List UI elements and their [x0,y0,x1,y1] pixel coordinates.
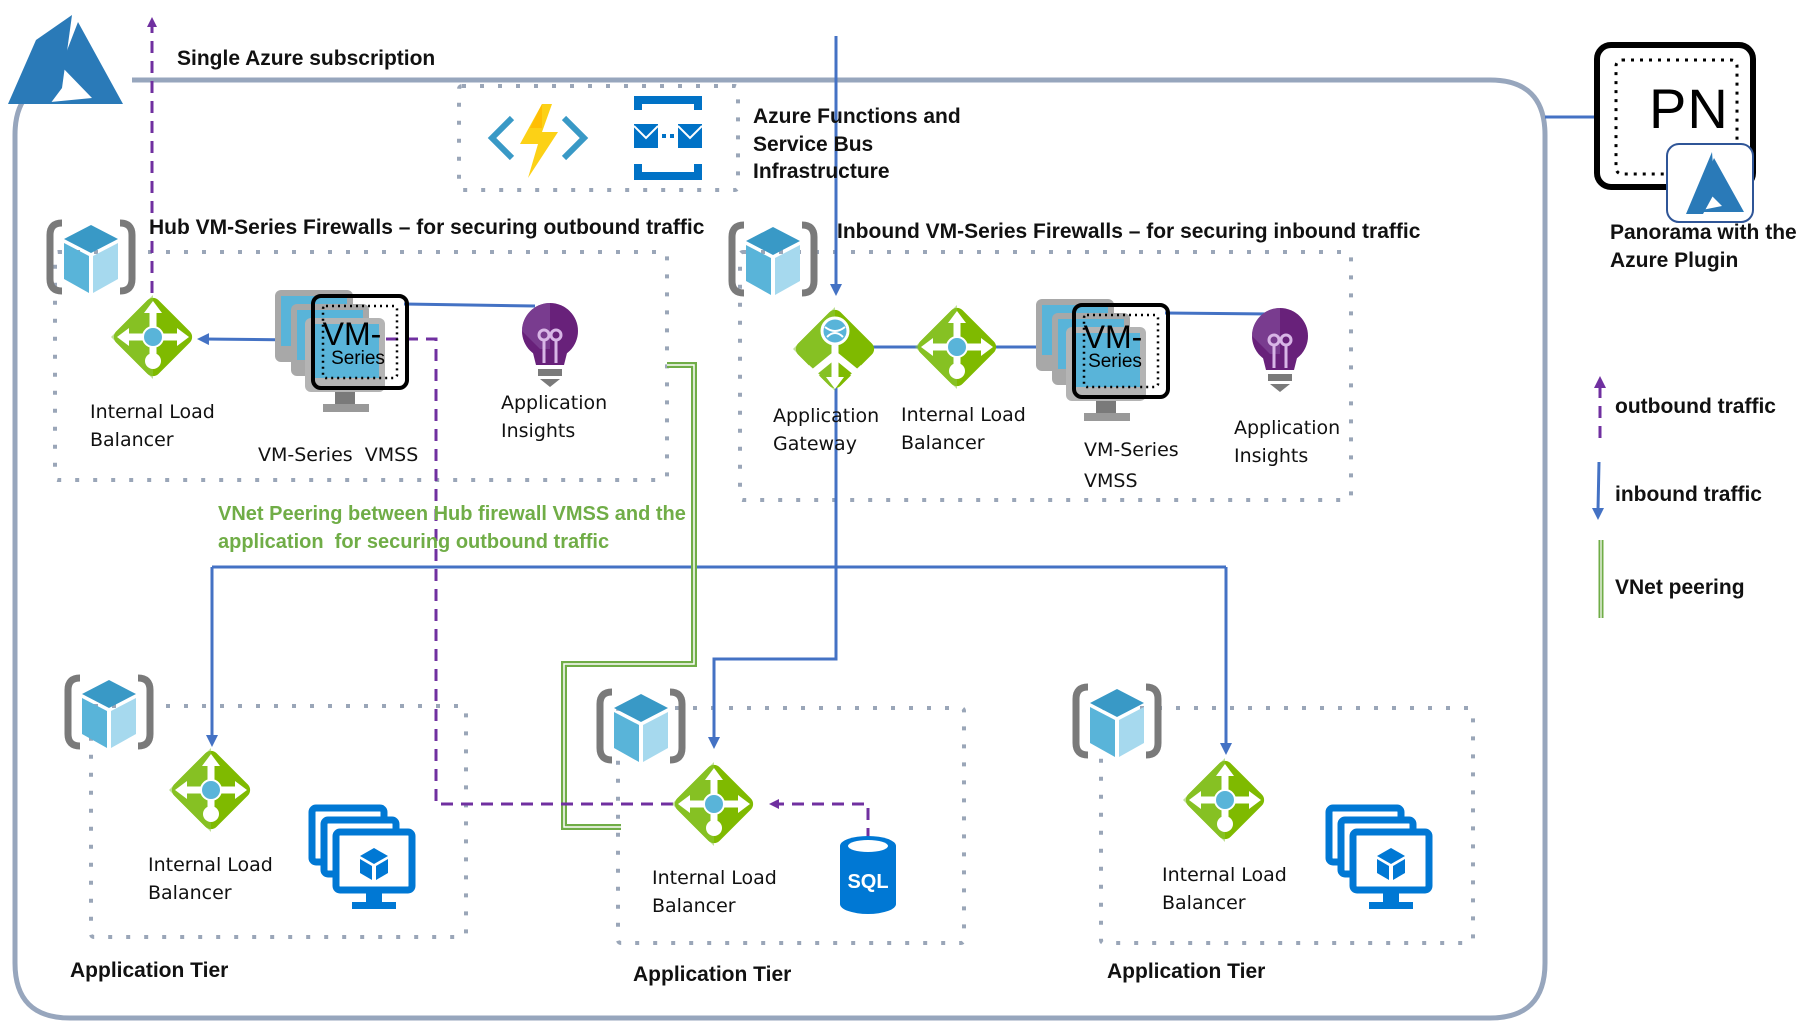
panorama-badge-text: PN [1649,77,1729,140]
app-tier-3-boundary [1099,706,1475,945]
gateway-label-line2: Gateway [773,433,857,455]
panorama-icon[interactable] [1594,42,1756,223]
app-tier-2-lb-line2: Balancer [652,895,736,917]
hub-resource-group-icon [50,223,132,293]
gateway-label-line1: Application [773,405,880,427]
panorama-label-line2: Azure Plugin [1610,249,1739,272]
legend-outbound-label: outbound traffic [1615,395,1776,418]
app-tier-2-lb-line1: Internal Load [652,867,777,889]
hub-insights-label-line1: Application [501,392,608,414]
vnet-peering-path [561,362,697,830]
app-tier-2-load-balancer-icon[interactable] [672,762,757,847]
functions-group-boundary [457,84,740,192]
hub-vmss-to-insights-link [403,302,536,308]
app-tier-3-lb-line2: Balancer [1162,892,1246,914]
vm-scale-set-icon[interactable] [1329,808,1429,909]
app-tier-1-load-balancer-icon[interactable] [169,748,254,833]
subscription-title: Single Azure subscription [177,47,436,70]
app-tier-3-lb-line1: Internal Load [1162,864,1287,886]
sql-database-icon[interactable]: SQL [840,836,896,914]
app-tier-2-resource-group-icon [600,692,682,762]
legend-outbound-glyph [1594,376,1606,438]
hub-vm-series-badge-line1: VM- [323,316,382,352]
inbound-lb-label-line2: Balancer [901,432,985,454]
legend-inbound-glyph [1592,461,1604,520]
app-tier-3-resource-group-icon [1076,687,1158,757]
azure-logo-icon [8,15,123,104]
inbound-lb-label-line1: Internal Load [901,404,1026,426]
hub-app-insights-icon[interactable] [520,301,580,389]
service-bus-icon [633,96,703,180]
azure-functions-icon [487,104,589,178]
peering-note-line2: application for securing outbound traffi… [218,531,610,553]
sql-label: SQL [847,871,888,893]
inbound-vm-series-badge-line1: VM- [1084,319,1143,355]
hub-vm-series-badge-line2: Series [331,348,385,369]
inbound-insights-label-line2: Insights [1234,445,1309,467]
app-tier-1-title: Application Tier [70,959,229,982]
app-tier-1-boundary [89,704,468,939]
inbound-resource-group-icon [732,225,814,295]
functions-label-line1: Azure Functions and [753,105,961,128]
inbound-insights-label-line1: Application [1234,417,1341,439]
hub-vmss-label: VM-Series VMSS [258,444,419,466]
app-tier-3-load-balancer-icon[interactable] [1183,758,1268,843]
inbound-vm-series-badge-line2: Series [1088,351,1142,372]
legend-peering-label: VNet peering [1615,576,1745,599]
inbound-vmss-label-line2: VMSS [1084,470,1138,492]
panorama-label-line1: Panorama with the [1610,221,1797,244]
app-tier-1-lb-line2: Balancer [148,882,232,904]
legend-inbound-label: inbound traffic [1615,483,1762,506]
hub-lb-label-line1: Internal Load [90,401,215,423]
peering-note-line1: VNet Peering between Hub firewall VMSS a… [218,503,686,525]
hub-load-balancer-icon[interactable] [111,295,196,380]
inbound-group-title: Inbound VM-Series Firewalls – for securi… [837,220,1421,243]
functions-label-line3: Infrastructure [753,160,890,183]
inbound-load-balancer-icon[interactable] [915,305,1000,390]
app-gateway-icon[interactable] [793,307,878,392]
hub-lb-label-line2: Balancer [90,429,174,451]
inbound-app-insights-icon[interactable] [1250,306,1310,394]
inbound-vmss-label-line1: VM-Series [1084,439,1179,461]
functions-label-line2: Service Bus [753,133,874,156]
vm-scale-set-icon[interactable] [312,808,412,909]
inbound-group-boundary [738,250,1353,502]
hub-insights-label-line2: Insights [501,420,576,442]
app-tier-2-title: Application Tier [633,963,792,986]
app-tier-3-title: Application Tier [1107,960,1266,983]
app-tier-1-lb-line1: Internal Load [148,854,273,876]
hub-group-title: Hub VM-Series Firewalls – for securing o… [149,216,705,239]
subscription-boundary [12,77,1548,1021]
app-tier-1-resource-group-icon [68,678,150,748]
